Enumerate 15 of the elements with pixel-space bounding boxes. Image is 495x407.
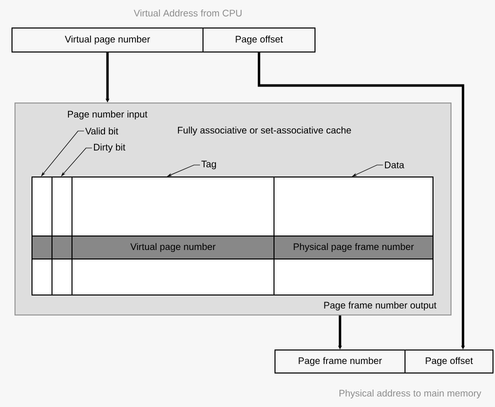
table-column — [52, 176, 72, 296]
callout-label: Tag — [201, 160, 216, 170]
arrow — [258, 52, 466, 350]
table-column: Virtual page number — [72, 176, 274, 296]
address-caption: Physical address to main memory — [340, 390, 482, 398]
address-caption: Virtual Address from CPU — [134, 10, 242, 16]
address-field: Virtual page number — [12, 28, 204, 52]
callout-label: Data — [385, 162, 404, 168]
table-column: Physical page frame number — [274, 176, 434, 296]
callout-label: Valid bit — [85, 128, 118, 134]
address-field: Page frame number — [274, 350, 406, 374]
address-field: Page offset — [202, 28, 316, 52]
address-field: Page offset — [404, 350, 494, 374]
callout-label: Dirty bit — [94, 144, 126, 152]
table-column — [32, 176, 52, 296]
